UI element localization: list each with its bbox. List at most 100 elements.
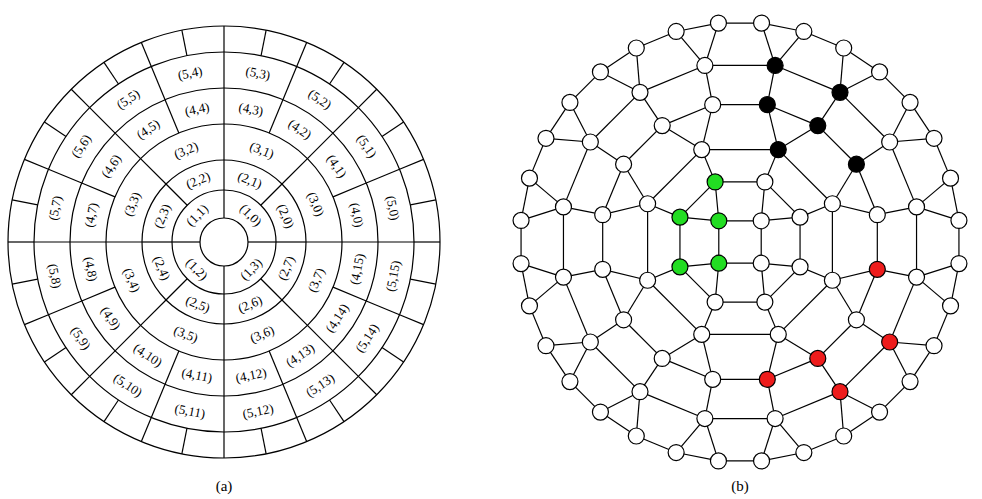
cell-index: (2,7): [274, 253, 297, 282]
graph-vertex: [538, 338, 554, 354]
graph-vertex: [767, 411, 783, 427]
graph-vertex: [694, 326, 710, 342]
ring-circle: [8, 26, 440, 458]
cell-border: [333, 351, 358, 376]
cell-border: [261, 279, 282, 300]
cell-index: (2,5): [184, 292, 213, 315]
graph-vertex: [951, 212, 967, 228]
graph-vertex: [943, 170, 959, 186]
graph-edge: [563, 207, 564, 277]
graph-vertex: [757, 174, 773, 190]
subfigure-label: (a): [216, 478, 233, 495]
cell-border: [44, 348, 66, 362]
graph-edge: [563, 277, 590, 342]
ring-circle: [106, 124, 342, 360]
cell-border: [223, 324, 224, 360]
cell-border: [70, 241, 106, 242]
cell-border: [165, 351, 179, 384]
cell-border: [223, 294, 224, 324]
subfigure-label: (b): [731, 478, 749, 495]
cell-border: [71, 376, 89, 394]
graph-vertex: [824, 196, 840, 212]
cell-border: [269, 100, 283, 133]
graph-vertex: [848, 312, 864, 328]
cell-border: [142, 241, 172, 242]
graph-edge: [775, 65, 840, 92]
cell-index: (5,9): [68, 323, 94, 352]
ring-circle: [172, 190, 276, 294]
cell-border: [104, 62, 118, 84]
graph-edges: [521, 23, 959, 461]
graph-vertex: [872, 64, 888, 80]
cell-border: [333, 287, 366, 301]
graph-vertex: [824, 272, 840, 288]
cell-index: (5,11): [174, 400, 207, 421]
cell-border: [366, 169, 399, 183]
cell-border: [71, 89, 89, 107]
cell-border: [382, 122, 404, 136]
graph-vertex: [943, 298, 959, 314]
graph-vertex: [595, 261, 611, 277]
highlighted-vertex: [767, 57, 783, 73]
highlighted-vertex: [672, 209, 688, 225]
cell-border: [12, 200, 38, 205]
cell-border: [115, 133, 140, 158]
cell-border: [104, 400, 118, 422]
graph-vertex: [595, 207, 611, 223]
cell-border: [261, 30, 266, 56]
graph-vertex: [926, 130, 942, 146]
graph-edge: [590, 92, 640, 142]
highlighted-vertex: [672, 259, 688, 275]
cell-border: [34, 241, 70, 242]
ring-circle: [200, 218, 248, 266]
cell-border: [141, 42, 151, 66]
graph-edge: [705, 418, 775, 419]
cell-border: [261, 184, 282, 205]
graph-vertex: [616, 156, 632, 172]
graph-vertex: [694, 142, 710, 158]
graph-vertex: [513, 212, 529, 228]
cell-border: [82, 183, 115, 197]
cell-border: [297, 418, 307, 442]
cell-index: (5,3): [244, 64, 271, 84]
cell-border: [141, 159, 166, 184]
cell-index: (5,2): [305, 86, 334, 112]
graph-vertex: [770, 326, 786, 342]
cell-border: [306, 241, 342, 242]
graph-vertex: [872, 404, 888, 420]
graph-vertex: [616, 312, 632, 328]
cell-border: [165, 100, 179, 133]
cell-border: [283, 66, 297, 99]
cell-index: (4,3): [237, 99, 264, 119]
cell-border: [283, 384, 297, 417]
cell-border: [172, 241, 200, 242]
graph-vertex: [754, 453, 770, 469]
graph-vertex: [753, 213, 769, 229]
graph-vertex: [882, 134, 898, 150]
cell-index: (1,2): [183, 255, 211, 283]
cell-border: [378, 241, 414, 242]
graph-vertex: [640, 272, 656, 288]
graph-vertex: [951, 256, 967, 272]
cell-border: [330, 62, 344, 84]
cell-border: [141, 418, 151, 442]
highlighted-vertex: [770, 142, 786, 158]
cell-index: (4,2): [285, 116, 314, 142]
cell-border: [223, 52, 224, 88]
cell-index: (3,5): [171, 323, 200, 346]
graph-edge: [702, 334, 779, 335]
graph-vertex: [555, 269, 571, 285]
graph-vertex: [632, 384, 648, 400]
cell-border: [333, 108, 358, 133]
cell-index: (4,14): [322, 300, 352, 334]
cell-grid: [8, 26, 440, 458]
cell-border: [400, 159, 424, 169]
cell-border: [48, 169, 81, 183]
graph-edge: [640, 65, 705, 92]
graph-vertex: [710, 15, 726, 31]
graph-edge: [775, 392, 840, 419]
graph-edge: [916, 207, 917, 277]
highlighted-vertex: [711, 213, 727, 229]
graph-vertex: [592, 64, 608, 80]
cell-index: (2,4): [150, 253, 173, 282]
